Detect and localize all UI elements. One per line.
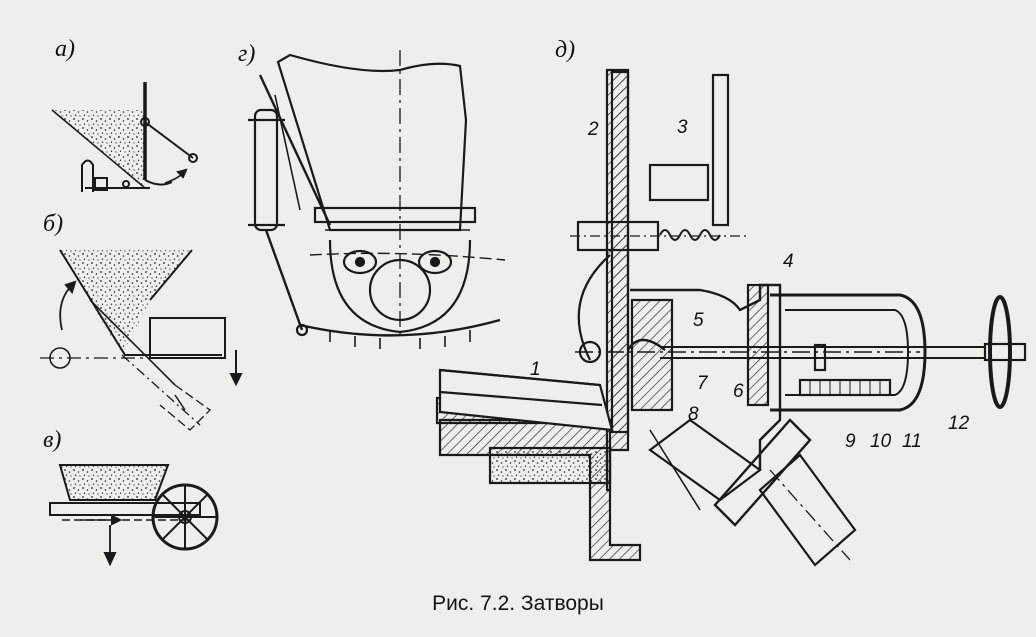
part-number-7: 7	[697, 373, 708, 394]
part-number-9: 9	[845, 431, 856, 452]
subfigure-b-drawing	[40, 249, 243, 431]
part-number-6: 6	[733, 381, 744, 402]
part-number-12: 12	[948, 413, 970, 434]
subfigure-label-a: а)	[55, 36, 75, 62]
subfigure-label-d: д)	[555, 37, 576, 63]
part-number-5: 5	[693, 310, 704, 331]
part-number-11: 11	[902, 431, 922, 452]
subfigure-label-v: в)	[43, 427, 62, 453]
part-number-10: 10	[870, 431, 892, 452]
subfigure-g-drawing	[248, 50, 506, 349]
part-number-8: 8	[688, 404, 699, 425]
subfigure-d-drawing	[435, 68, 1027, 567]
subfigure-label-g: г)	[238, 41, 256, 67]
subfigure-a-drawing	[51, 82, 198, 192]
part-number-2: 2	[588, 119, 599, 140]
part-number-1: 1	[530, 359, 541, 380]
subfigure-label-b: б)	[43, 211, 64, 237]
part-number-3: 3	[677, 117, 688, 138]
figure-caption: Рис. 7.2. Затворы	[432, 592, 604, 615]
part-number-4: 4	[783, 251, 794, 272]
subfigure-v-drawing	[49, 464, 219, 567]
